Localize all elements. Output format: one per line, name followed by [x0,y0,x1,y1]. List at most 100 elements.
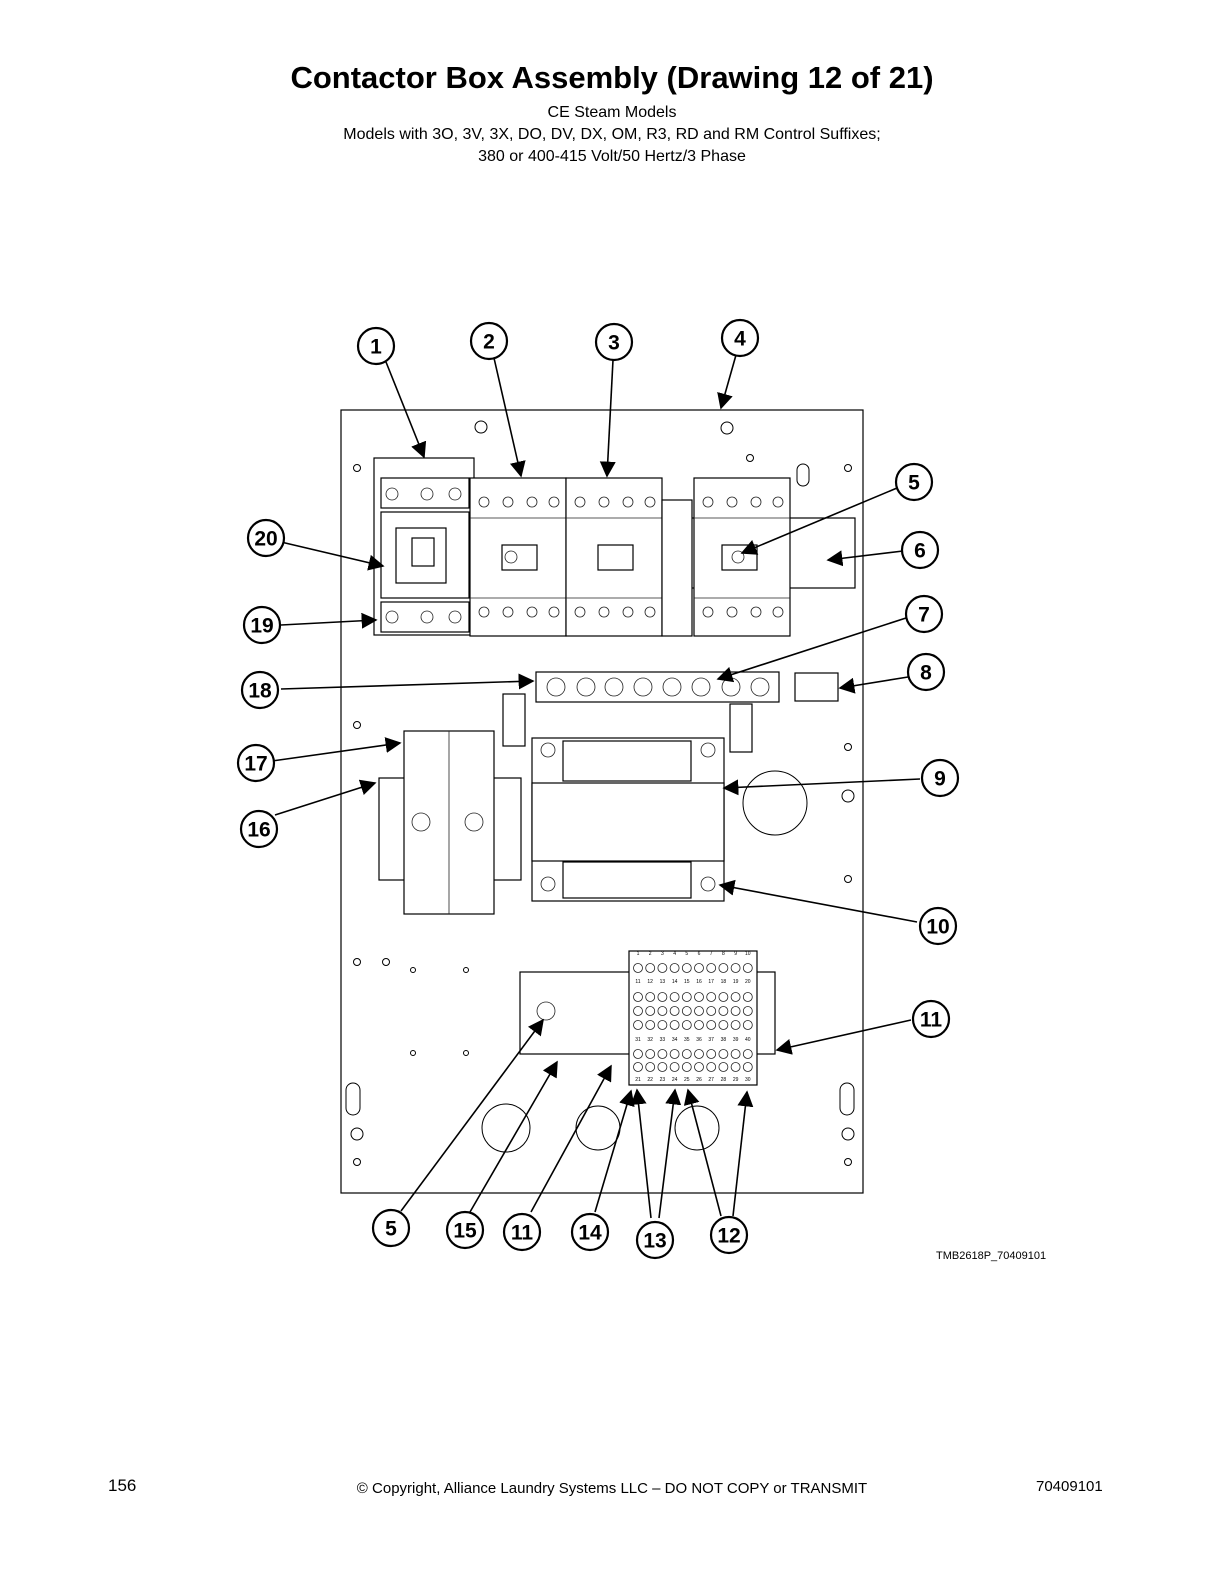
terminal-screw [694,1020,704,1030]
callout-number: 10 [926,916,949,939]
callout-circle [570,1212,610,1252]
terminal-number: 11 [635,979,640,985]
terminal-screw [657,963,668,973]
terminal-number: 18 [721,979,727,985]
terminal-screw [706,1020,717,1030]
terminal-number: 31 [635,1037,641,1043]
terminal-number: 8 [722,951,725,957]
terminal-screw [633,1006,643,1016]
callout-number: 5 [385,1218,397,1241]
terminal-screw [681,1006,692,1016]
callout-circle [920,758,960,798]
callout-number: 7 [918,604,930,627]
terminal-screw [706,1049,717,1059]
terminal-screw [742,1020,753,1030]
terminal-screw [694,992,704,1002]
callout-number: 1 [370,336,382,359]
callout-number: 17 [244,753,267,776]
terminal-screw [633,963,643,973]
terminal-screw [657,992,668,1002]
terminal-number: 7 [710,951,713,957]
callout-number: 19 [250,615,273,638]
callout-number: 9 [934,768,946,791]
terminal-screw [681,963,692,973]
terminal-number: 16 [696,979,702,985]
callout-number: 8 [920,662,932,685]
terminal-number: 34 [672,1037,678,1043]
terminal-screw [718,992,729,1002]
terminal-number: 1 [637,951,640,957]
callout-number: 6 [914,540,926,563]
terminal-screw [742,992,753,1002]
drawing-id: TMB2618P_70409101 [936,1250,1047,1262]
terminal-screw [742,1049,753,1059]
fuse-holder [378,730,522,915]
terminal-number: 27 [708,1077,714,1083]
callout-number: 2 [483,331,495,354]
terminal-number: 4 [673,951,676,957]
callout-circle [239,809,279,849]
terminal-screw [645,1062,656,1072]
terminal-screw [730,1062,741,1072]
terminal-screw [681,992,692,1002]
disconnect-switch [373,457,475,636]
terminal-screw [730,1020,741,1030]
callout-circle [242,605,282,645]
terminal-number: 12 [647,979,653,985]
terminal-screw [633,992,643,1002]
terminal-screw [645,963,656,973]
terminal-screw [645,992,656,1002]
callout-circle [709,1215,749,1255]
terminal-screw [718,1049,729,1059]
callout-circle [894,462,934,502]
callout-circle [469,321,509,361]
terminal-number: 15 [684,979,690,985]
terminal-screw [645,1006,656,1016]
terminal-screw [633,1049,643,1059]
ground-screw [536,1001,556,1021]
transformer [531,737,725,902]
callout-number: 4 [734,328,746,351]
callout-circle [900,530,940,570]
contactor-middle [565,477,663,637]
callout-circle [635,1220,675,1260]
wire-connector-right [729,703,753,753]
callout-circle [594,322,634,362]
terminal-screw [694,1062,704,1072]
terminal-screw [681,1020,692,1030]
terminal-screw [694,1006,704,1016]
callout-number: 3 [608,332,620,355]
subtitle-models: CE Steam Models [547,104,677,121]
subtitle-voltage: 380 or 400-415 Volt/50 Hertz/3 Phase [478,148,746,165]
terminal-number: 5 [685,951,688,957]
terminal-screw [718,963,729,973]
terminal-number: 32 [647,1037,653,1043]
terminal-screw [681,1062,692,1072]
callout-number: 5 [908,472,920,495]
terminal-number: 20 [745,979,751,985]
callout-circle [445,1210,485,1250]
terminal-screw [669,992,680,1002]
terminal-screw [742,1062,753,1072]
terminal-screw [742,1006,753,1016]
terminal-strip-top [535,671,780,703]
wire-connector [502,693,526,747]
callout-number: 14 [578,1222,602,1245]
callout-circle [371,1208,411,1248]
terminal-number: 25 [684,1077,690,1083]
terminal-screw [669,963,680,973]
copyright-notice: © Copyright, Alliance Laundry Systems LL… [356,1480,868,1497]
subtitle-suffixes: Models with 3O, 3V, 3X, DO, DV, DX, OM, … [343,126,881,143]
terminal-number: 14 [672,979,678,985]
callout-number: 20 [254,528,277,551]
terminal-number: 36 [696,1037,702,1043]
terminal-number: 21 [635,1077,641,1083]
terminal-screw [669,1062,680,1072]
terminal-number: 19 [733,979,739,985]
callout-number: 12 [717,1225,740,1248]
component-block [794,672,839,702]
terminal-screw [645,1049,656,1059]
terminal-screw [718,1062,729,1072]
